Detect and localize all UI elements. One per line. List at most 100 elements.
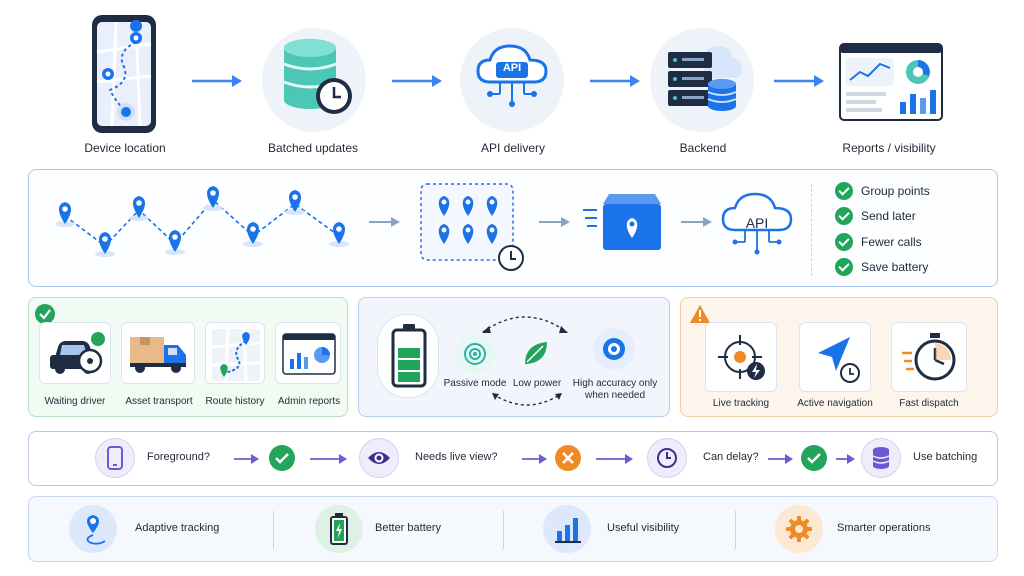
outcome-better-battery: Better battery <box>375 522 442 534</box>
warning-icon <box>690 305 710 323</box>
step-api-delivery-label: API delivery <box>480 141 546 155</box>
card-asset-transport <box>121 322 195 384</box>
arrow-right-icon <box>774 75 824 87</box>
report-dashboard-icon <box>282 333 336 375</box>
check-icon <box>835 182 853 200</box>
check-mark <box>39 309 51 320</box>
card-route-history <box>205 322 265 384</box>
cycle-arrow-bottom <box>492 393 562 406</box>
outcome-useful-visibility: Useful visibility <box>607 522 680 534</box>
clock-icon <box>657 448 677 468</box>
check-icon <box>35 304 55 324</box>
target-icon <box>464 343 486 365</box>
cycle-arrow-top <box>482 316 568 333</box>
phone-icon <box>107 446 123 470</box>
divider <box>735 511 736 549</box>
card-waiting-driver <box>39 322 111 384</box>
card-admin-reports <box>275 322 341 384</box>
battery-icon <box>391 324 427 388</box>
decision-flow-panel: Foreground? Needs live view? Can delay? … <box>28 431 998 486</box>
power-modes-panel: Passive mode Low power High accuracy onl… <box>358 297 670 417</box>
card-label: Active navigation <box>797 398 873 409</box>
card-label: Asset transport <box>125 396 193 407</box>
card-live-tracking <box>705 322 777 392</box>
step-batched-updates-label: Batched updates <box>267 141 359 155</box>
arrow-right-icon <box>310 454 347 464</box>
arrow-right-icon <box>234 454 259 464</box>
divider <box>273 511 274 549</box>
arrow-right-icon <box>681 217 712 227</box>
step-reports-label: Reports / visibility <box>842 141 936 155</box>
arrow-right-icon <box>836 454 855 464</box>
api-label: API <box>745 215 769 231</box>
card-label: Route history <box>205 396 265 407</box>
divider <box>503 511 504 549</box>
check-mark <box>807 453 821 464</box>
grouped-points-icon <box>420 183 524 271</box>
high-need-panel: Live tracking Active navigation Fast dis… <box>680 297 998 417</box>
decision-live-view-label: Needs live view? <box>415 451 498 463</box>
cross-mark <box>562 452 574 464</box>
benefit-send-later: Send later <box>835 207 916 225</box>
check-mark <box>275 453 289 464</box>
clock-circle <box>647 438 687 478</box>
card-label: Fast dispatch <box>899 398 959 409</box>
check-icon <box>835 233 853 251</box>
arrow-right-icon <box>768 454 793 464</box>
leaf-icon <box>525 342 547 364</box>
card-label: Waiting driver <box>44 396 106 407</box>
dashboard-icon <box>839 43 943 121</box>
benefit-group-points: Group points <box>835 182 930 200</box>
arrow-right-icon <box>590 75 640 87</box>
stopwatch-icon <box>902 333 956 381</box>
arrow-right-icon <box>192 75 242 87</box>
mode-high-accuracy-label: High accuracy only when needed <box>572 378 658 401</box>
arrow-right-icon <box>392 75 442 87</box>
benefit-fewer-calls: Fewer calls <box>835 233 922 251</box>
decision-can-delay-label: Can delay? <box>703 451 759 463</box>
server-database-icon <box>668 46 742 111</box>
card-fast-dispatch <box>891 322 967 392</box>
route-pins-icon <box>55 186 349 257</box>
api-badge: API <box>502 62 522 74</box>
outcomes-panel: Adaptive tracking Better battery Useful … <box>28 496 998 562</box>
arrow-right-icon <box>369 217 400 227</box>
gear-icon <box>786 516 812 542</box>
check-icon <box>835 258 853 276</box>
car-icon <box>50 332 105 374</box>
api-cloud-icon <box>476 44 548 107</box>
location-route-icon <box>86 515 106 545</box>
decision-foreground-label: Foreground? <box>147 451 210 463</box>
outcome-smarter-operations: Smarter operations <box>837 522 931 534</box>
eye-icon <box>368 452 390 464</box>
step-backend-label: Backend <box>679 141 727 155</box>
low-need-panel: Waiting driver Asset transport Route his… <box>28 297 348 417</box>
arrow-right-icon <box>539 217 570 227</box>
arrow-right-icon <box>596 454 633 464</box>
crosshair-icon <box>718 335 765 380</box>
check-icon <box>835 207 853 225</box>
navigation-arrow-icon <box>818 337 860 383</box>
batch-package-icon <box>583 194 661 250</box>
benefit-save-battery: Save battery <box>835 258 928 276</box>
yes-check-icon <box>269 445 295 471</box>
decision-use-batching-label: Use batching <box>913 451 978 463</box>
outcome-adaptive-tracking: Adaptive tracking <box>135 522 220 534</box>
route-map-icon <box>212 329 260 381</box>
batching-panel: API Group points Send later Fewer calls … <box>28 169 998 287</box>
battery-charge-icon <box>330 513 348 545</box>
divider <box>811 184 812 276</box>
yes-check-icon <box>801 445 827 471</box>
mode-passive-label: Passive mode <box>443 378 507 389</box>
card-active-navigation <box>799 322 871 392</box>
truck-icon <box>130 337 186 373</box>
location-target-icon <box>603 338 625 360</box>
database-clock-icon <box>283 39 352 114</box>
card-label: Live tracking <box>712 398 770 409</box>
step-device-location-label: Device location <box>84 141 166 155</box>
bar-chart-icon <box>555 518 581 543</box>
database-icon <box>872 447 890 469</box>
api-cloud-icon <box>721 192 793 255</box>
card-label: Admin reports <box>277 396 341 407</box>
phone-map-icon <box>92 15 156 133</box>
